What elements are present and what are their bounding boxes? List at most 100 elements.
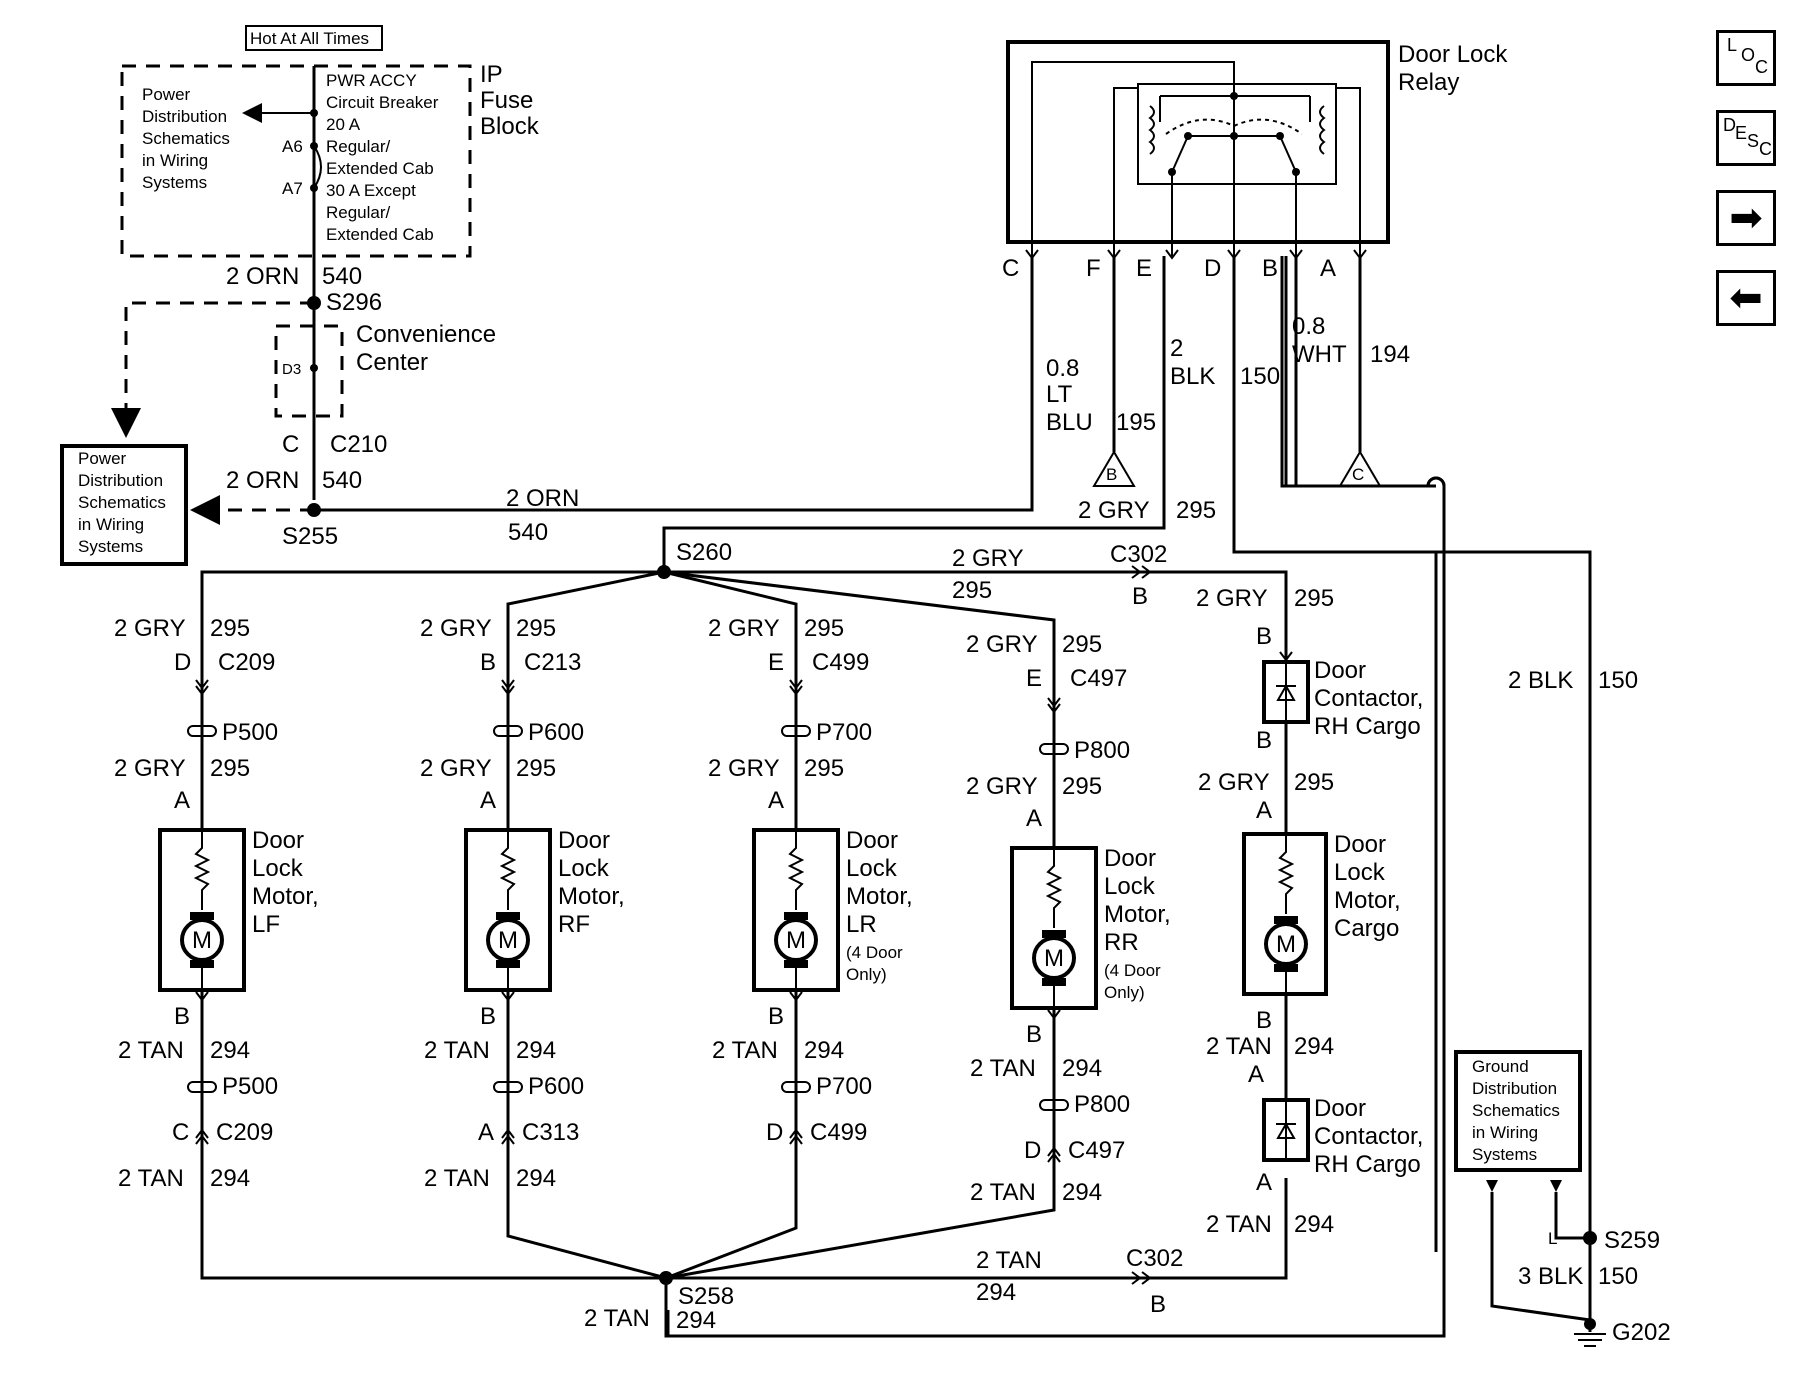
- cargo-pin-b1: B: [1256, 623, 1272, 650]
- pin-a-label: A: [1026, 805, 1042, 832]
- top-circ-label: 295: [516, 615, 556, 642]
- pin-a-label: A: [768, 787, 784, 814]
- relay-pins: C F E D B A: [1002, 255, 1336, 282]
- prev-page-button[interactable]: ⬅: [1716, 270, 1776, 326]
- motor-name-line: Lock: [558, 855, 610, 882]
- cargo-mid-circ: 295: [1294, 769, 1334, 796]
- bot-wire-label: 2 TAN: [118, 1165, 184, 1192]
- motor-name-line: Motor,: [558, 883, 625, 910]
- bot-pin-label: D: [1024, 1137, 1041, 1164]
- low-wire-label: 2 TAN: [424, 1037, 490, 1064]
- bot-conn-label: C497: [1068, 1137, 1125, 1164]
- motor-name-line: Motor,: [1104, 901, 1171, 928]
- cargo-bot-wire: 2 TAN: [1206, 1211, 1272, 1238]
- relay-internals: [1031, 61, 1361, 256]
- circ-540-1: 540: [322, 263, 362, 290]
- inline-connector-top: [781, 725, 811, 737]
- splice-s296-label: S296: [326, 289, 382, 316]
- breaker-label: PWR ACCY Circuit Breaker 20 A Regular/ E…: [326, 71, 443, 244]
- convenience-center-outline: [274, 324, 344, 418]
- arrow-right-icon: ➡: [1729, 196, 1763, 240]
- convenience-center-label: Convenience Center: [356, 321, 503, 376]
- pin-b-label: B: [480, 1003, 496, 1030]
- svg-text:A: A: [1320, 255, 1336, 282]
- cargo-low-wire: 2 TAN: [1206, 1033, 1272, 1060]
- pin-d3: D3: [282, 361, 301, 378]
- motor-m-label: M: [498, 927, 518, 954]
- conn-c210: C210: [330, 431, 387, 458]
- svg-text:C: C: [1002, 255, 1019, 282]
- circ-295: 295: [1176, 497, 1216, 524]
- motor-m-label: M: [786, 927, 806, 954]
- motor-name-line: Lock: [252, 855, 304, 882]
- top-conn-label: C499: [812, 649, 869, 676]
- cargo-pin-a: A: [1256, 797, 1272, 824]
- bus-gry-circ: 295: [952, 577, 992, 604]
- inline-connector-top: [1039, 743, 1069, 755]
- splice-s260-label: S260: [676, 539, 732, 566]
- motor-name-line: Lock: [1104, 873, 1156, 900]
- ground-wire-blk2: 2 BLK: [1508, 667, 1573, 694]
- bus-gry-label: 2 GRY: [952, 545, 1024, 572]
- top-conn-label: C213: [524, 649, 581, 676]
- bus-c302-top-pin: B: [1132, 583, 1148, 610]
- ground-circ-150: 150: [1598, 667, 1638, 694]
- motor-name-line: Door: [846, 827, 898, 854]
- p-conn-bottom-label: P700: [816, 1073, 872, 1100]
- top-circ-label: 295: [804, 615, 844, 642]
- cargo-pin-a2: A: [1248, 1061, 1264, 1088]
- wire-orn-2: 2 ORN: [226, 467, 299, 494]
- circ-540-2: 540: [322, 467, 362, 494]
- ground-circ-150b: 150: [1598, 1263, 1638, 1290]
- cargo-column: 2 GRY 295 B Door Contactor, RH Cargo B 2…: [1196, 585, 1430, 1238]
- mid-circ-label: 295: [210, 755, 250, 782]
- splice-s258-label: S258: [678, 1283, 734, 1310]
- bus-c302-bottom-pin: B: [1150, 1291, 1166, 1318]
- pin-b-label: B: [1026, 1021, 1042, 1048]
- door-lock-relay-box: [1006, 40, 1390, 244]
- bot-wire-label: 2 TAN: [970, 1179, 1036, 1206]
- wire-orn-3: 2 ORN: [506, 485, 579, 512]
- inline-connector-bottom: [187, 1081, 217, 1093]
- power-dist-ref-top: Power Distribution Schematics in Wiring …: [142, 85, 235, 192]
- pin-a-label: A: [480, 787, 496, 814]
- motor-name-line: LF: [252, 911, 280, 938]
- orn-540-to-relay-wire: [314, 256, 1034, 512]
- motor-note-line: (4 Door: [1104, 961, 1161, 980]
- ground-symbol: [1574, 1333, 1606, 1347]
- p-conn-top-label: P500: [222, 719, 278, 746]
- top-conn-label: C209: [218, 649, 275, 676]
- circ-150: 150: [1240, 363, 1280, 390]
- door-lock-relay-label: Door Lock Relay: [1398, 41, 1514, 96]
- inline-connector-bottom: [781, 1081, 811, 1093]
- ground-dist-box: [1454, 1050, 1582, 1172]
- splice-s259-label: S259: [1604, 1227, 1660, 1254]
- motor-note-line: (4 Door: [846, 943, 903, 962]
- pin-a7: A7: [282, 179, 303, 198]
- cargo-motor-m: M: [1276, 931, 1296, 958]
- cargo-bot-circ: 294: [1294, 1211, 1334, 1238]
- top-conn-label: C497: [1070, 665, 1127, 692]
- relay-b-return-wire: [1294, 256, 1446, 1336]
- mid-wire-label: 2 GRY: [708, 755, 780, 782]
- wire-blk-label: 2 BLK: [1170, 335, 1215, 390]
- motor-name-line: RF: [558, 911, 590, 938]
- tri-b-symbol: [1092, 450, 1136, 487]
- motor-name-line: LR: [846, 911, 877, 938]
- contactor-bottom-label: Door Contactor, RH Cargo: [1314, 1095, 1430, 1178]
- inline-connector-top: [493, 725, 523, 737]
- pin-a6: A6: [282, 137, 303, 156]
- inline-connector-bottom: [1039, 1099, 1069, 1111]
- motor-name-line: Lock: [846, 855, 898, 882]
- next-page-button[interactable]: ➡: [1716, 190, 1776, 246]
- hot-at-all-times-box: [245, 25, 383, 51]
- ground-section: 2 BLK 150 Ground Distribution Schematics…: [1436, 550, 1671, 1347]
- svg-text:E: E: [1136, 255, 1152, 282]
